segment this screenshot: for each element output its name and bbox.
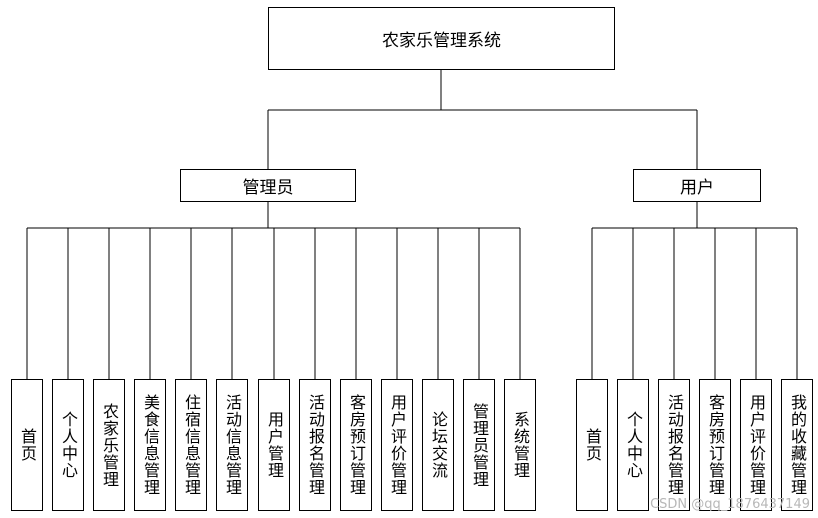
admin-leaf-node: 用户管理 <box>258 379 290 511</box>
admin-leaf-node: 系统管理 <box>504 379 536 511</box>
admin-leaf-node: 客房预订管理 <box>340 379 372 511</box>
user-leaf-node: 客房预订管理 <box>699 379 731 511</box>
leaf-node-label: 用户评价管理 <box>388 394 407 496</box>
leaf-node-label: 客房预订管理 <box>347 394 366 496</box>
leaf-node-label: 活动信息管理 <box>223 394 242 496</box>
user-leaf-node: 首页 <box>576 379 608 511</box>
admin-leaf-node: 论坛交流 <box>422 379 454 511</box>
branch-node-user: 用户 <box>633 169 761 202</box>
user-leaf-node: 我的收藏管理 <box>781 379 813 511</box>
root-node: 农家乐管理系统 <box>268 7 615 70</box>
leaf-node-label: 用户评价管理 <box>747 394 766 496</box>
leaf-node-label: 首页 <box>18 428 37 462</box>
leaf-node-label: 美食信息管理 <box>141 394 160 496</box>
leaf-node-label: 个人中心 <box>624 411 643 479</box>
leaf-node-label: 用户管理 <box>265 411 284 479</box>
leaf-node-label: 我的收藏管理 <box>788 394 807 496</box>
user-leaf-node: 活动报名管理 <box>658 379 690 511</box>
leaf-node-label: 系统管理 <box>511 411 530 479</box>
leaf-node-label: 住宿信息管理 <box>182 394 201 496</box>
branch-node-admin: 管理员 <box>180 169 356 202</box>
admin-leaf-node: 农家乐管理 <box>93 379 125 511</box>
admin-leaf-node: 活动信息管理 <box>216 379 248 511</box>
admin-leaf-node: 住宿信息管理 <box>175 379 207 511</box>
branch-node-user-label: 用户 <box>680 178 714 198</box>
admin-leaf-node: 美食信息管理 <box>134 379 166 511</box>
leaf-node-label: 活动报名管理 <box>665 394 684 496</box>
leaf-node-label: 农家乐管理 <box>100 402 119 488</box>
user-leaf-node: 用户评价管理 <box>740 379 772 511</box>
admin-leaf-node: 管理员管理 <box>463 379 495 511</box>
leaf-node-label: 首页 <box>583 428 602 462</box>
admin-leaf-node: 首页 <box>11 379 43 511</box>
root-node-label: 农家乐管理系统 <box>382 31 501 51</box>
leaf-node-label: 活动报名管理 <box>306 394 325 496</box>
admin-leaf-node: 活动报名管理 <box>299 379 331 511</box>
leaf-node-label: 个人中心 <box>59 411 78 479</box>
branch-node-admin-label: 管理员 <box>242 178 294 198</box>
leaf-node-label: 客房预订管理 <box>706 394 725 496</box>
leaf-node-label: 管理员管理 <box>470 402 489 488</box>
leaf-node-label: 论坛交流 <box>429 411 448 479</box>
watermark-text: CSDN @qq_1876437149 <box>650 497 810 512</box>
user-leaf-node: 个人中心 <box>617 379 649 511</box>
admin-leaf-node: 个人中心 <box>52 379 84 511</box>
admin-leaf-node: 用户评价管理 <box>381 379 413 511</box>
